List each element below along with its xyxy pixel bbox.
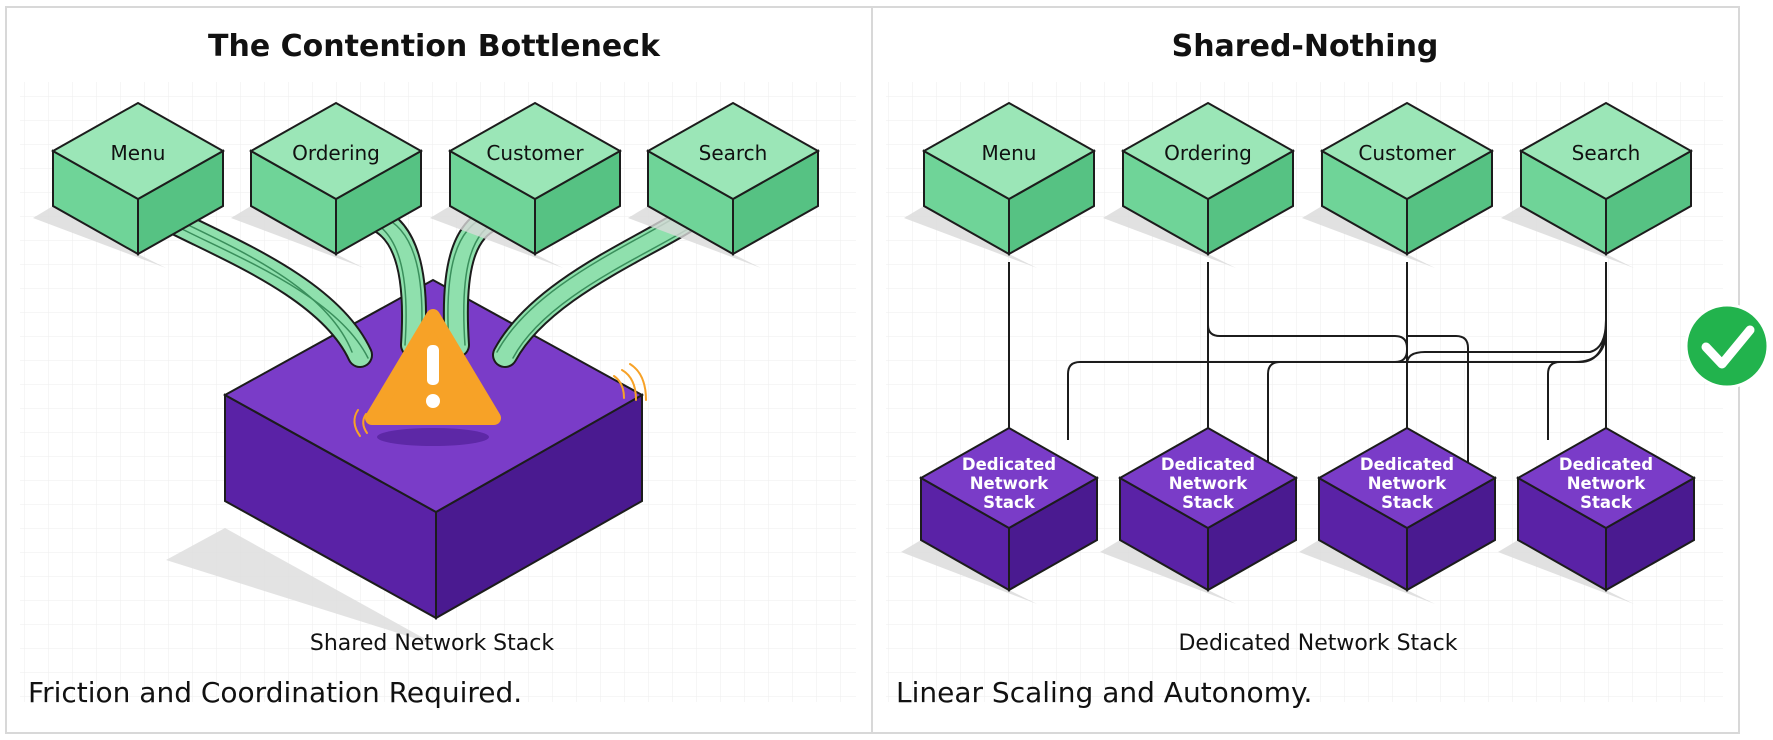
dedicated-stack-label-line: Stack — [1182, 493, 1235, 512]
service-box-label: Search — [1572, 141, 1641, 165]
dedicated-stack-label-line: Stack — [983, 493, 1036, 512]
dedicated-stack-label-line: Network — [970, 474, 1050, 493]
right-panel-footer: Linear Scaling and Autonomy. — [896, 676, 1312, 709]
dedicated-stack-label-line: Dedicated — [1360, 455, 1454, 474]
right-panel-title: Shared-Nothing — [1172, 29, 1439, 64]
dedicated-stack-label-line: Network — [1567, 474, 1647, 493]
dedicated-network-stack-boxes: DedicatedNetworkStackDedicatedNetworkSta… — [901, 426, 1697, 604]
warning-triangle-icon — [353, 309, 647, 446]
shared-network-stack-caption: Shared Network Stack — [310, 631, 554, 656]
dedicated-network-stack-caption: Dedicated Network Stack — [1178, 631, 1457, 656]
service-box-customer: Customer — [430, 101, 623, 268]
dedicated-stack-label-line: Dedicated — [1559, 455, 1653, 474]
left-panel-footer: Friction and Coordination Required. — [28, 676, 522, 709]
service-box-search: Search — [628, 101, 821, 268]
service-box-ordering: Ordering — [1103, 101, 1296, 268]
service-box-ordering: Ordering — [231, 101, 424, 268]
left-panel: The Contention Bottleneck — [5, 6, 873, 734]
service-box-customer: Customer — [1302, 101, 1495, 268]
left-service-boxes: Menu Ordering Customer Search — [33, 101, 821, 268]
service-box-search: Search — [1501, 101, 1694, 268]
dedicated-stack-label-line: Network — [1368, 474, 1448, 493]
left-panel-title: The Contention Bottleneck — [208, 29, 661, 64]
service-box-label: Ordering — [292, 141, 380, 165]
dedicated-stack-label-line: Dedicated — [1161, 455, 1255, 474]
dedicated-stack-label-line: Stack — [1381, 493, 1434, 512]
service-box-menu: Menu — [904, 101, 1097, 268]
service-box-label: Search — [699, 141, 768, 165]
dedicated-stack-label-line: Network — [1169, 474, 1249, 493]
service-box-menu: Menu — [33, 101, 226, 268]
right-panel: Shared-Nothing Menu Ordering Customer Searc… — [871, 6, 1770, 734]
service-box-label: Menu — [111, 141, 166, 165]
service-box-label: Ordering — [1164, 141, 1252, 165]
service-box-label: Customer — [1358, 141, 1456, 165]
check-circle-icon — [1684, 303, 1770, 389]
right-service-boxes: Menu Ordering Customer Search — [904, 101, 1694, 268]
dedicated-stack-label-line: Stack — [1580, 493, 1633, 512]
dedicated-connection-lines — [1008, 262, 1607, 462]
service-box-label: Customer — [486, 141, 584, 165]
service-box-label: Menu — [982, 141, 1037, 165]
dedicated-stack-label-line: Dedicated — [962, 455, 1056, 474]
